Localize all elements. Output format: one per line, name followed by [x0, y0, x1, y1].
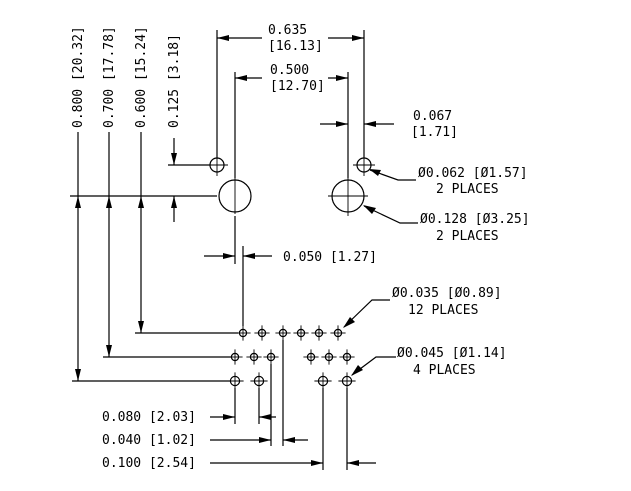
pin-hole	[254, 325, 270, 341]
dimension-0040-text: 0.040 [1.02]	[102, 433, 196, 448]
pin-hole	[339, 349, 355, 365]
dimension-0067-inch: 0.067	[413, 109, 452, 124]
mid-hole	[314, 372, 332, 390]
callout-large-hole: Ø0.128 [Ø3.25] 2 PLACES	[363, 205, 530, 244]
dimension-0700: 0.700 [17.78]	[102, 26, 231, 358]
dimension-0050: 0.050 [1.27]	[204, 216, 377, 326]
mid-hole-size: Ø0.045 [Ø1.14]	[397, 346, 507, 361]
pin-holes-row-1	[235, 325, 346, 341]
large-hole-size: Ø0.128 [Ø3.25]	[420, 212, 530, 227]
dimension-0125-text: 0.125 [3.18]	[167, 34, 182, 128]
pin-hole	[275, 325, 291, 341]
dimension-0080: 0.080 [2.03]	[102, 388, 276, 425]
dimension-0500: 0.500 [12.70]	[234, 63, 349, 178]
dimension-0700-text: 0.700 [17.78]	[102, 26, 117, 128]
dimension-0600: 0.600 [15.24]	[134, 26, 238, 334]
mid-hole	[250, 372, 268, 390]
pin-hole	[330, 325, 346, 341]
dimension-0100-text: 0.100 [2.54]	[102, 456, 196, 471]
dimension-0500-mm: [12.70]	[270, 79, 325, 94]
pin-hole	[263, 349, 279, 365]
dimension-0080-text: 0.080 [2.03]	[102, 410, 196, 425]
dimension-0067-mm: [1.71]	[411, 125, 458, 140]
dimension-0040: 0.040 [1.02]	[102, 340, 308, 448]
mid-hole	[226, 372, 244, 390]
large-mounting-hole-left	[218, 178, 252, 214]
callout-small-hole: Ø0.062 [Ø1.57] 2 PLACES	[369, 166, 528, 197]
mid-hole-qty: 4 PLACES	[413, 363, 476, 378]
large-hole-qty: 2 PLACES	[436, 229, 499, 244]
dimension-0800: 0.800 [20.32]	[71, 26, 231, 382]
pin-hole	[321, 349, 337, 365]
small-mounting-hole-right	[353, 154, 375, 176]
dimension-0600-text: 0.600 [15.24]	[134, 26, 149, 128]
large-mounting-hole-right	[328, 176, 368, 216]
pin-hole	[311, 325, 327, 341]
mid-hole	[338, 372, 356, 390]
dimension-0500-inch: 0.500	[270, 63, 309, 78]
dimension-0050-text: 0.050 [1.27]	[283, 250, 377, 265]
dimension-0635-mm: [16.13]	[268, 39, 323, 54]
dimension-0800-text: 0.800 [20.32]	[71, 26, 86, 128]
pin-hole	[235, 325, 251, 341]
pin-hole-qty: 12 PLACES	[408, 303, 478, 318]
small-hole-qty: 2 PLACES	[436, 182, 499, 197]
pin-hole	[246, 349, 262, 365]
callout-pin-hole: Ø0.035 [Ø0.89] 12 PLACES	[343, 286, 502, 328]
dimension-0635-inch: 0.635	[268, 23, 307, 38]
dimension-0100: 0.100 [2.54]	[102, 388, 376, 471]
dimension-0125: 0.125 [3.18]	[167, 34, 182, 222]
pin-holes-row-2	[227, 349, 355, 365]
small-hole-size: Ø0.062 [Ø1.57]	[418, 166, 528, 181]
mid-holes-row-3	[226, 372, 356, 390]
pin-hole	[303, 349, 319, 365]
dimension-0635: 0.635 [16.13]	[216, 23, 365, 158]
dimension-0067: 0.067 [1.71]	[320, 109, 458, 140]
pin-hole-size: Ø0.035 [Ø0.89]	[392, 286, 502, 301]
callout-mid-hole: Ø0.045 [Ø1.14] 4 PLACES	[351, 346, 507, 378]
pin-hole	[293, 325, 309, 341]
